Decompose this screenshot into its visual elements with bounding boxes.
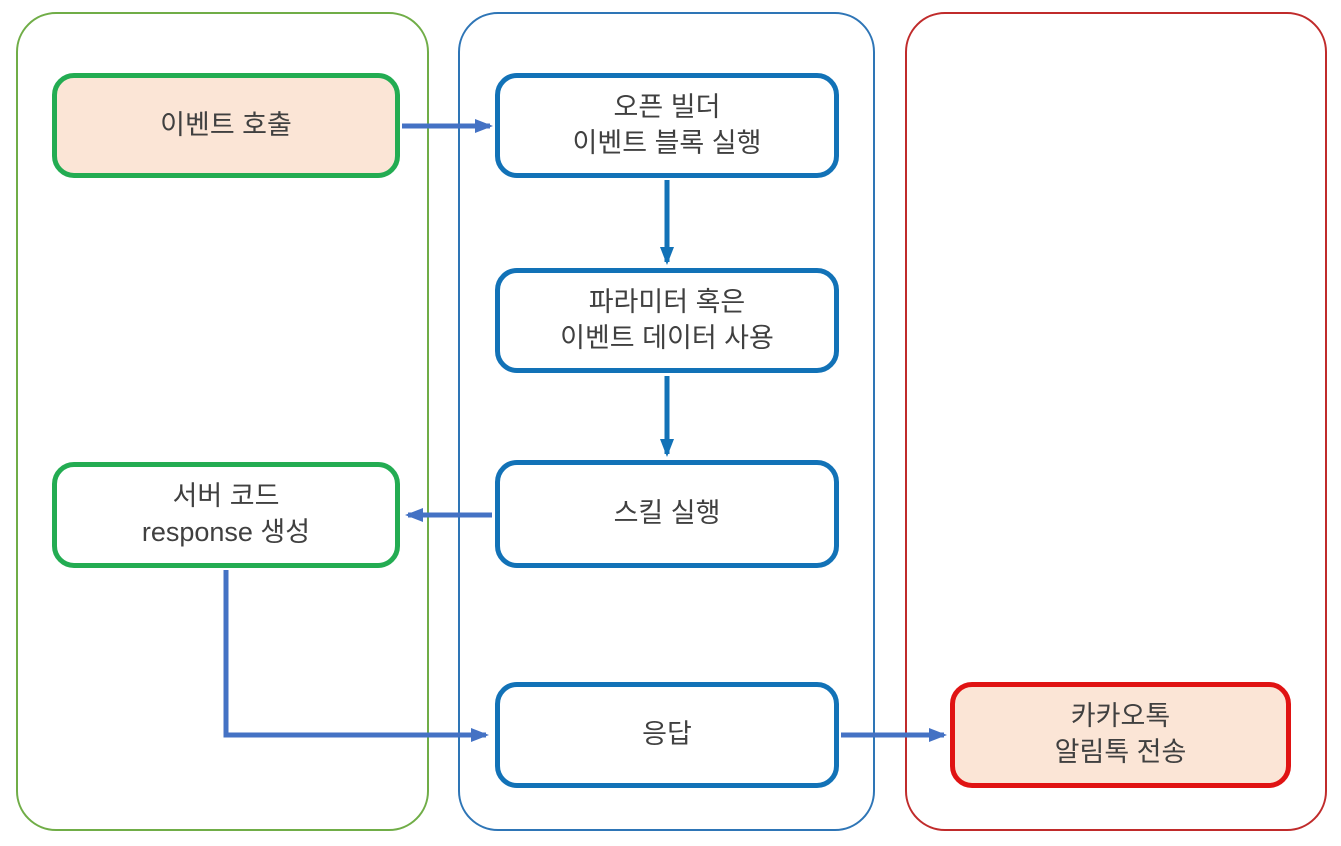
node-open-builder-event-block: 오픈 빌더 이벤트 블록 실행	[495, 73, 839, 178]
node-skill-execute: 스킬 실행	[495, 460, 839, 568]
lane-open-builder	[458, 12, 875, 831]
lane-event-source	[16, 12, 429, 831]
lane-kakaotalk	[905, 12, 1327, 831]
node-server-code-response: 서버 코드 response 생성	[52, 462, 400, 568]
node-kakaotalk-alimtalk-send: 카카오톡 알림톡 전송	[950, 682, 1291, 788]
node-parameter-or-event-data: 파라미터 혹은 이벤트 데이터 사용	[495, 268, 839, 373]
node-reply: 응답	[495, 682, 839, 788]
node-event-call: 이벤트 호출	[52, 73, 400, 178]
